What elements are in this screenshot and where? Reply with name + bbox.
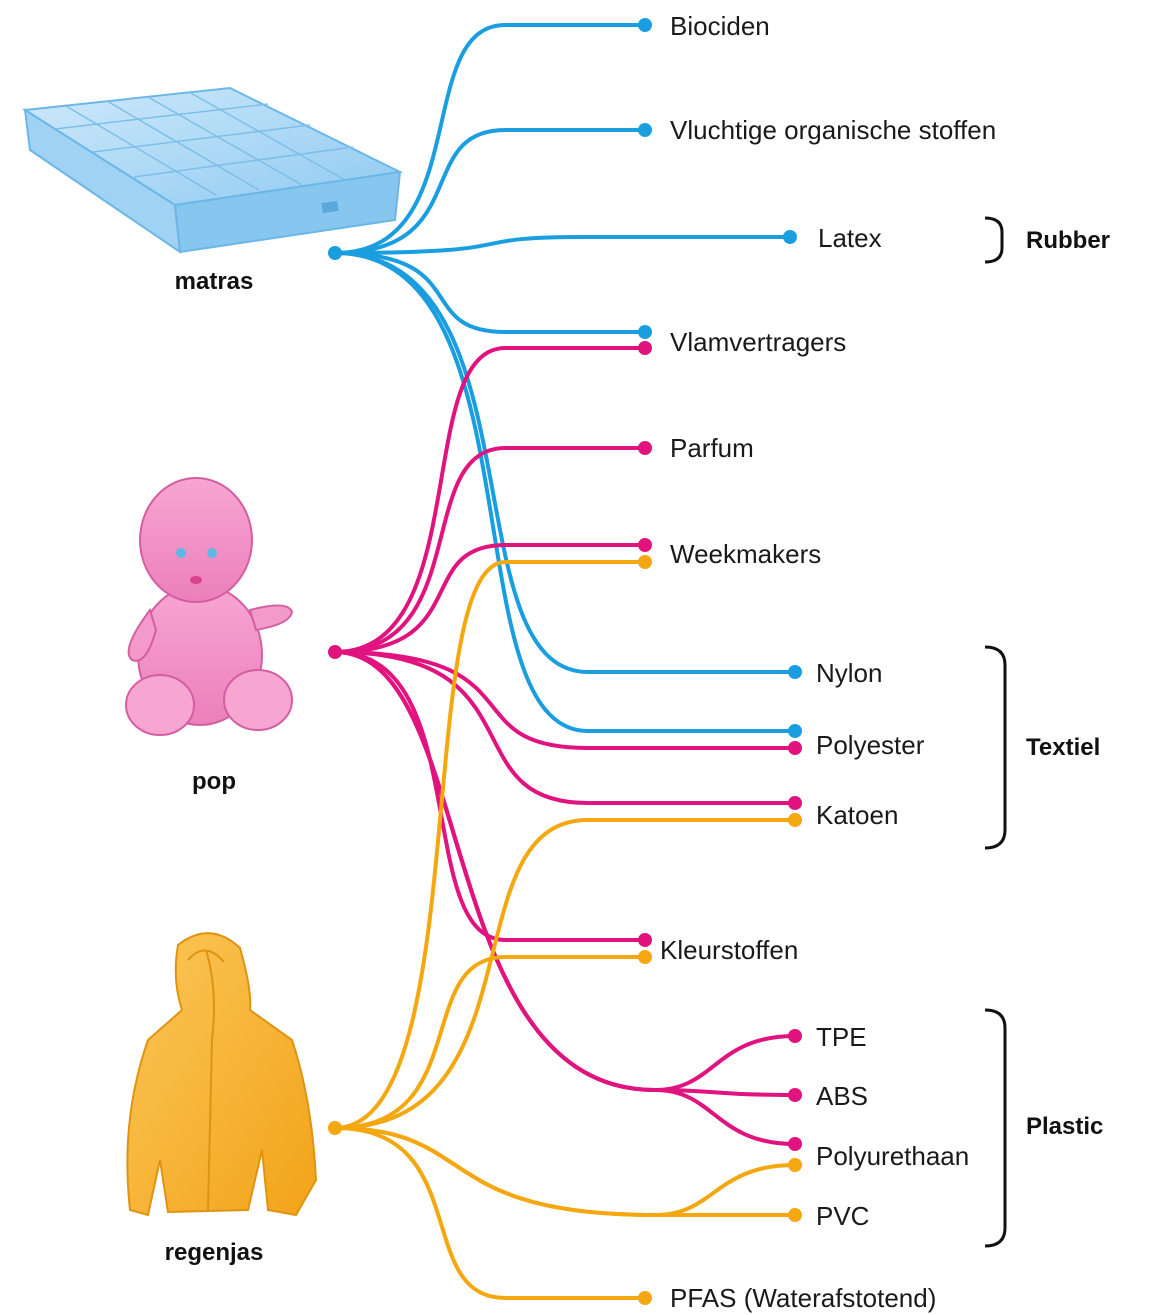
substance-label-katoen: Katoen xyxy=(816,800,898,830)
baby-doll-illustration xyxy=(126,478,292,735)
bracket-plastic xyxy=(985,1010,1005,1246)
endpoint-dot-pop-parfum xyxy=(638,441,652,455)
substance-label-polyurethaan: Polyurethaan xyxy=(816,1141,969,1171)
substance-label-vlamvertragers: Vlamvertragers xyxy=(670,327,846,357)
substance-label-parfum: Parfum xyxy=(670,433,754,463)
substance-label-pfas: PFAS (Waterafstotend) xyxy=(670,1283,936,1313)
endpoint-dot-pop-polyester xyxy=(788,741,802,755)
endpoint-dot-pop-weekmakers xyxy=(638,538,652,552)
source-label-matras: matras xyxy=(175,268,254,295)
substance-label-vos: Vluchtige organische stoffen xyxy=(670,115,996,145)
group-label-textiel: Textiel xyxy=(1026,734,1100,761)
link-regenjas-pvc xyxy=(335,1128,795,1215)
endpoint-dot-regenjas-katoen xyxy=(788,813,802,827)
bracket-textiel xyxy=(985,647,1005,848)
substance-label-polyester: Polyester xyxy=(816,730,925,760)
group-label-rubber: Rubber xyxy=(1026,227,1110,254)
links-layer xyxy=(335,25,795,1298)
link-pop-abs xyxy=(335,652,795,1095)
source-dot-pop xyxy=(328,645,342,659)
link-matras-latex xyxy=(335,237,790,253)
substance-label-weekmakers: Weekmakers xyxy=(670,539,821,569)
endpoint-dot-regenjas-polyurethaan xyxy=(788,1158,802,1172)
endpoint-dot-pop-tpe xyxy=(788,1029,802,1043)
substance-label-pvc: PVC xyxy=(816,1201,869,1231)
link-pop-tpe xyxy=(335,652,795,1090)
mattress-illustration xyxy=(25,88,400,252)
source-dot-regenjas xyxy=(328,1121,342,1135)
endpoint-dot-matras-nylon xyxy=(788,665,802,679)
link-pop-kleurstoffen xyxy=(335,652,645,940)
endpoint-dot-pop-abs xyxy=(788,1088,802,1102)
endpoint-dot-matras-latex xyxy=(783,230,797,244)
substance-label-nylon: Nylon xyxy=(816,658,882,688)
substance-label-kleurstoffen: Kleurstoffen xyxy=(660,935,798,965)
link-regenjas-katoen xyxy=(335,820,795,1128)
endpoint-dot-matras-vos xyxy=(638,123,652,137)
source-label-pop: pop xyxy=(192,768,236,795)
bracket-rubber xyxy=(985,218,1002,262)
substance-label-abs: ABS xyxy=(816,1081,868,1111)
substance-label-latex: Latex xyxy=(818,223,882,253)
group-label-plastic: Plastic xyxy=(1026,1113,1103,1140)
raincoat-illustration xyxy=(127,933,316,1215)
link-regenjas-polyurethaan xyxy=(335,1128,795,1215)
endpoint-dot-pop-vlamvertragers xyxy=(638,341,652,355)
endpoint-dot-matras-vlamvertragers xyxy=(638,325,652,339)
endpoint-dot-regenjas-weekmakers xyxy=(638,555,652,569)
endpoint-dot-regenjas-kleurstoffen xyxy=(638,950,652,964)
endpoint-dot-pop-katoen xyxy=(788,796,802,810)
source-dot-matras xyxy=(328,246,342,260)
endpoint-dot-regenjas-pfas xyxy=(638,1291,652,1305)
endpoint-dot-pop-kleurstoffen xyxy=(638,933,652,947)
endpoint-dot-pop-polyurethaan xyxy=(788,1137,802,1151)
endpoint-dot-matras-polyester xyxy=(788,724,802,738)
endpoint-dot-regenjas-pvc xyxy=(788,1208,802,1222)
dots-layer xyxy=(328,18,802,1305)
substance-label-tpe: TPE xyxy=(816,1022,867,1052)
substance-label-biociden: Biociden xyxy=(670,11,770,41)
endpoint-dot-matras-biociden xyxy=(638,18,652,32)
source-label-regenjas: regenjas xyxy=(165,1239,264,1266)
